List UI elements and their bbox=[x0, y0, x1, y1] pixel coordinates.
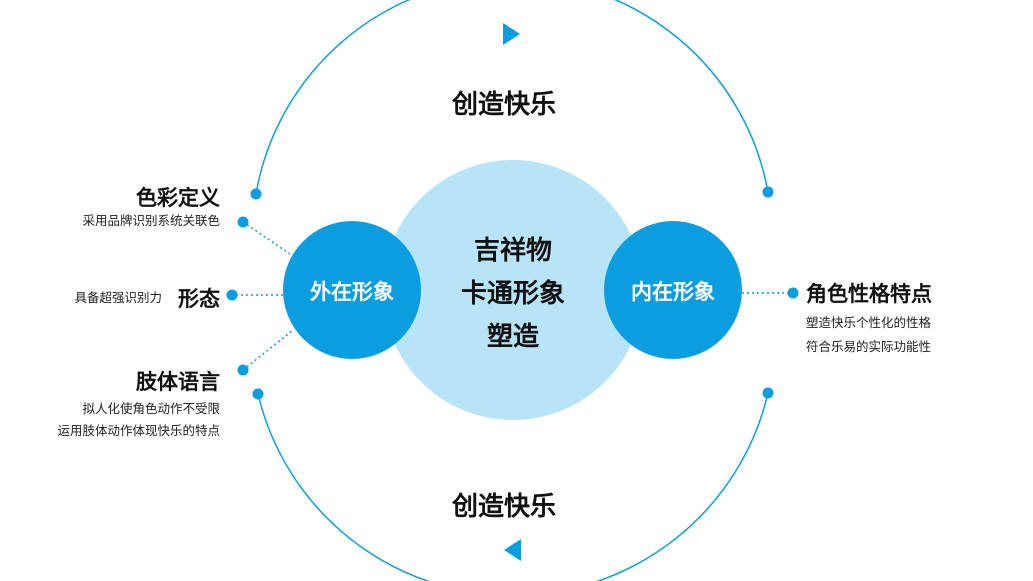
arc-end-dot bbox=[252, 388, 264, 400]
bottom-cycle-arc bbox=[257, 392, 769, 581]
center-title-line2: 卡通形象 bbox=[460, 279, 565, 309]
right-circle-label: 内在形象 bbox=[631, 280, 715, 304]
right-circle bbox=[604, 221, 742, 359]
connector-dot bbox=[237, 216, 249, 228]
personality-desc-line1: 塑造快乐个性化的性格 bbox=[806, 315, 932, 330]
connector-body bbox=[242, 330, 293, 371]
center-title-line3: 塑造 bbox=[486, 322, 539, 352]
top-cycle-arc bbox=[255, 0, 769, 195]
left-circle bbox=[283, 221, 421, 359]
shape-desc: 具备超强识别力 bbox=[74, 290, 162, 305]
connector-dot bbox=[226, 289, 238, 301]
personality-title: 角色性格特点 bbox=[806, 282, 932, 306]
center-title-line1: 吉祥物 bbox=[473, 236, 552, 266]
arc-end-dot bbox=[762, 387, 774, 399]
color-definition-desc: 采用品牌识别系统关联色 bbox=[82, 213, 220, 228]
body-language-desc-line2: 运用肢体动作体现快乐的特点 bbox=[57, 423, 220, 438]
center-circle bbox=[383, 160, 643, 420]
color-definition-title: 色彩定义 bbox=[136, 186, 220, 210]
top-arrow-icon bbox=[503, 23, 520, 45]
top-cycle-label: 创造快乐 bbox=[452, 90, 557, 120]
arc-end-dot bbox=[762, 186, 774, 198]
bottom-arrow-icon bbox=[504, 539, 521, 561]
shape-title: 形态 bbox=[178, 287, 220, 311]
bottom-cycle-label: 创造快乐 bbox=[452, 492, 557, 522]
body-language-title: 肢体语言 bbox=[136, 370, 220, 394]
connector-color bbox=[242, 221, 291, 255]
arc-end-dot bbox=[250, 188, 262, 200]
connector-dot bbox=[787, 287, 799, 299]
body-language-desc-line1: 拟人化使角色动作不受限 bbox=[82, 401, 220, 416]
left-circle-label: 外在形象 bbox=[310, 280, 394, 304]
connector-dot bbox=[237, 364, 249, 376]
personality-desc-line2: 符合乐易的实际功能性 bbox=[806, 339, 932, 354]
